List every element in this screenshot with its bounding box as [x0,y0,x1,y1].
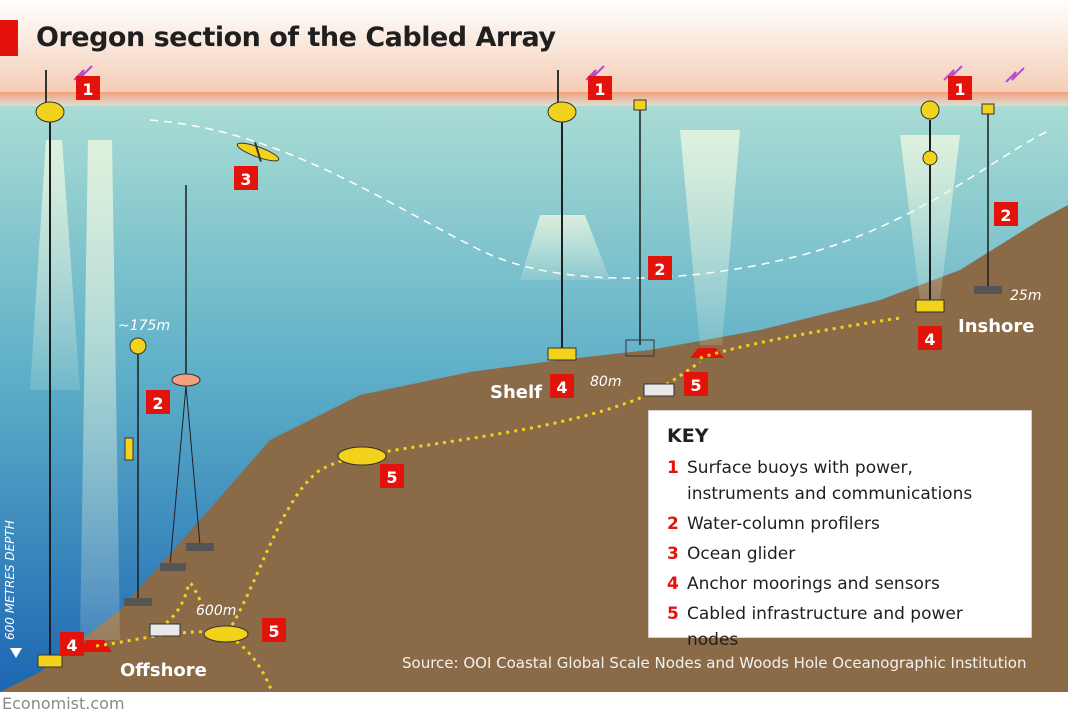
profiler-vehicle [124,437,134,461]
callout-number: 3 [240,170,251,189]
callout-1-shelf: 1 [588,76,612,100]
sonar-beam [680,130,740,345]
sky [0,0,1068,100]
callout-number: 4 [66,636,77,655]
callout-number: 4 [924,330,935,349]
sonar-beam [30,140,80,390]
signal-icon [585,65,605,81]
key-item-1: 1 Surface buoys with power, instruments an… [667,455,1017,507]
key-number: 2 [667,514,679,534]
sea-surface [0,92,1068,108]
depth-label-175: ~175m [118,318,170,334]
depth-arrow-icon [10,648,22,658]
profiler-anchor [160,563,186,571]
callout-5-shelf: 5 [684,372,708,396]
key-text: Ocean glider [687,544,796,564]
cable [699,316,901,360]
place-label-offshore: Offshore [120,660,207,681]
place-label-inshore: Inshore [958,316,1035,337]
profiler-float [981,103,995,115]
junction-box [643,383,675,397]
profiler-line [185,385,201,546]
profiler-anchor [124,598,152,606]
profiler-float [171,373,201,387]
place-label-shelf: Shelf [490,382,542,403]
callout-number: 1 [954,80,965,99]
callout-number: 5 [268,622,279,641]
profiler-float [129,337,147,355]
key-text: Water-column profilers [687,514,880,534]
key-text: instruments and communications [687,484,973,504]
cable [371,360,701,456]
profiler-float [633,99,647,111]
callout-2-offshore: 2 [146,390,170,414]
surface-buoy [547,101,577,123]
callout-number: 5 [386,468,397,487]
profiler-line [169,385,187,566]
key-number: 1 [667,458,679,478]
cable [159,581,202,630]
signal-icon [73,65,93,81]
key-number: 5 [667,604,679,624]
power-node [203,625,249,643]
callout-number: 5 [690,376,701,395]
ocean-scene: 1 1 1 2 2 2 3 4 [0,0,1068,692]
junction-box [149,623,181,637]
sonar-beam [520,215,610,280]
surface-buoy [35,101,65,123]
depth-label-25: 25m [1010,288,1041,304]
callout-number: 2 [654,260,665,279]
glider-path [149,119,1051,279]
depth-label-80: 80m [590,374,621,390]
key-legend: KEY 1 Surface buoys with power, instrument… [648,410,1032,650]
key-number: 4 [667,574,679,594]
profiler-anchor [625,339,655,357]
callout-1-inshore: 1 [948,76,972,100]
callout-number: 2 [152,394,163,413]
anchor-frame [915,299,945,313]
source-note: Source: OOI Coastal Global Scale Nodes a… [402,654,1027,672]
key-text: Anchor moorings and sensors [687,574,940,594]
callout-number: 2 [1000,206,1011,225]
surface-buoy [920,100,940,120]
key-title: KEY [667,425,709,447]
sonar-beam [80,140,120,640]
power-node [337,446,387,466]
key-item-3: 3 Ocean glider [667,541,1017,567]
key-item-5: 5 Cabled infrastructure and power nodes [667,601,1017,653]
key-text: Surface buoys with power, [687,458,913,478]
signal-icon [943,65,1025,83]
key-text: Cabled infrastructure and power nodes [687,604,963,650]
callout-5-slope: 5 [380,464,404,488]
callout-4-shelf: 4 [550,374,574,398]
callout-number: 4 [556,378,567,397]
callout-number: 1 [82,80,93,99]
profiler-anchor [974,286,1002,294]
anchor-frame [547,347,577,361]
subsurface-float [922,150,938,166]
callout-2-shelf: 2 [648,256,672,280]
depth-label-600: 600m [196,603,236,619]
ocean-glider [236,142,280,162]
profiler-anchor [186,543,214,551]
depth-axis-label: 600 METRES DEPTH [3,520,17,640]
key-number: 3 [667,544,679,564]
publisher-credit: Economist.com [2,694,125,713]
key-item-4: 4 Anchor moorings and sensors [667,571,1017,597]
callout-4-offshore: 4 [60,632,84,656]
title-tab [0,20,18,56]
callout-4-inshore: 4 [918,326,942,350]
key-item-2: 2 Water-column profilers [667,511,1017,537]
callout-1-offshore: 1 [76,76,100,100]
cable [95,630,274,692]
power-node [690,348,724,358]
callout-2-inshore: 2 [994,202,1018,226]
callout-number: 1 [594,80,605,99]
callout-5-offshore: 5 [262,618,286,642]
callout-3-glider: 3 [234,166,258,190]
anchor-frame [37,654,63,668]
figure-title: Oregon section of the Cabled Array [36,22,556,53]
